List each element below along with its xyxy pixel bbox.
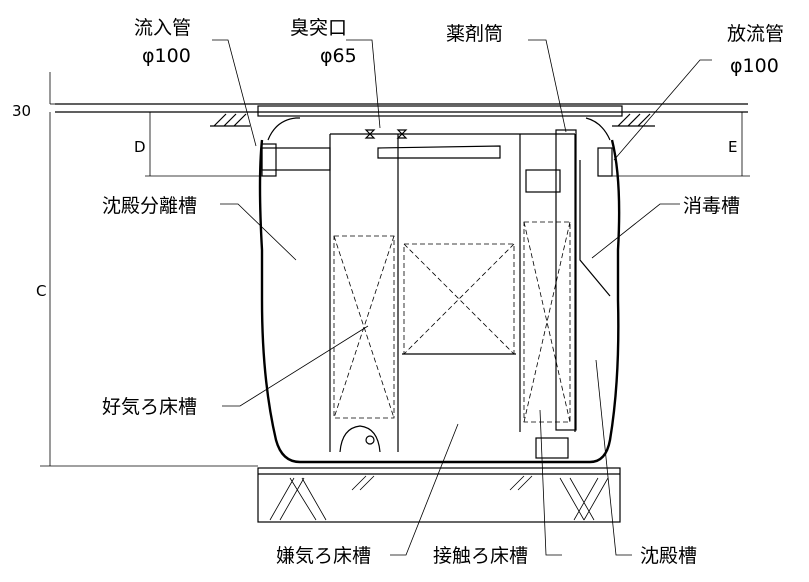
left-dimensions: [40, 72, 262, 467]
dim-top-label: 30: [12, 102, 31, 120]
outflow-pipe-label: 放流管: [727, 23, 784, 45]
disinfect-tank-label: 消毒槽: [683, 195, 740, 217]
outflow-pipe-shape: [597, 147, 613, 177]
right-dimensions: [612, 112, 750, 177]
dim-e-label: E: [728, 138, 737, 156]
inflow-pipe-label: 流入管: [134, 17, 191, 39]
chem-tube-label: 薬剤筒: [446, 23, 503, 45]
dim-d-label: D: [134, 138, 146, 156]
leader-lines: [212, 39, 712, 556]
base-slab: [257, 467, 621, 523]
sed-tank-label: 沈殿槽: [640, 545, 697, 567]
anaerobic-filter-bed: [402, 243, 516, 355]
contact-filter-bed: [523, 169, 571, 459]
inflow-size-label: φ100: [142, 45, 191, 67]
sed-sep-tank-label: 沈殿分離槽: [102, 195, 197, 217]
tank-body: [258, 139, 621, 464]
top-cover: [257, 105, 623, 117]
dim-c-label: C: [36, 282, 46, 300]
ground-surface: [55, 103, 748, 127]
odor-vent-label: 臭突口: [290, 17, 347, 39]
odor-vent-valve: [364, 129, 408, 139]
aerobic-tank-label: 好気ろ床槽: [102, 396, 197, 418]
anaerobic-tank-label: 嫌気ろ床槽: [276, 545, 371, 567]
aerobic-filter-bed: [333, 235, 395, 419]
odor-size-label: φ65: [320, 45, 357, 67]
inflow-pipe-shape: [261, 143, 331, 177]
outflow-size-label: φ100: [730, 55, 779, 77]
contact-tank-label: 接触ろ床槽: [433, 545, 528, 567]
